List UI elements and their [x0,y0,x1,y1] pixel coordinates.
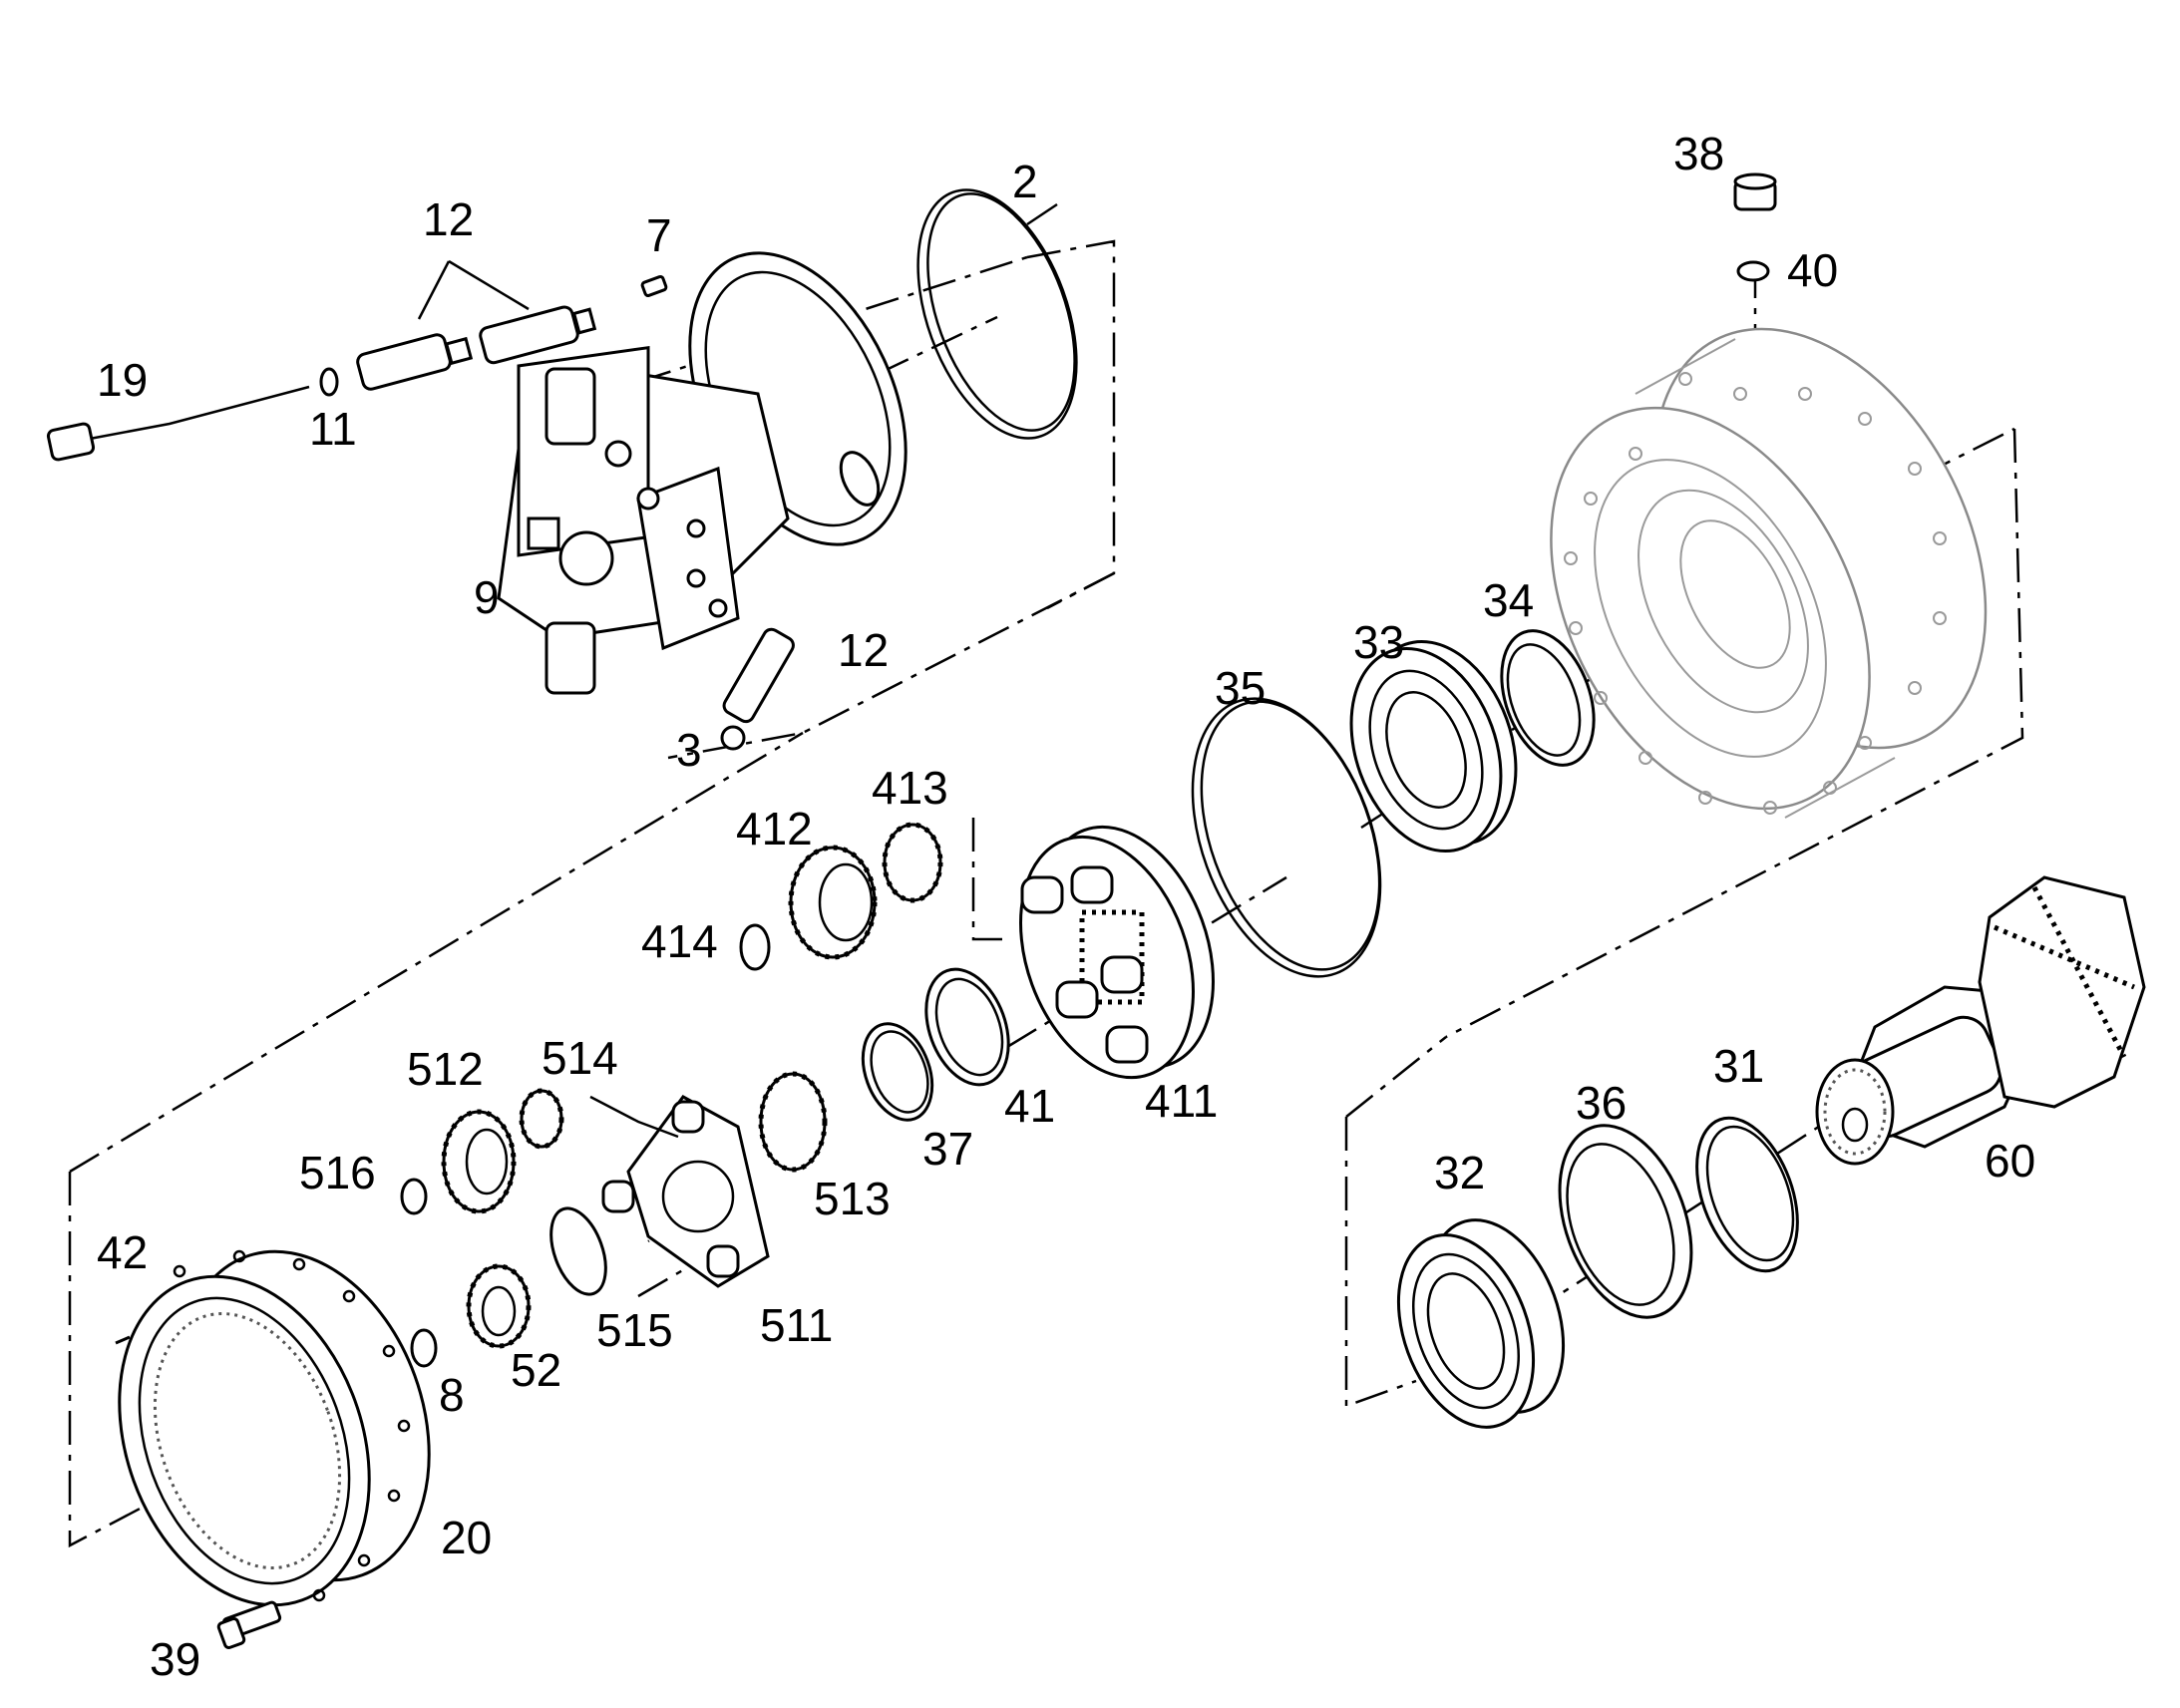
bearing-33 [1349,639,1518,854]
snap-ring-8 [410,1328,438,1368]
sun-gear-413 [882,822,943,903]
bearing-32 [1396,1218,1566,1429]
callout-515: 515 [596,1304,673,1356]
callout-32: 32 [1434,1147,1485,1198]
callout-52: 52 [511,1344,561,1396]
callout-512: 512 [407,1043,484,1095]
sensor-12-upper [356,305,597,391]
callout-41: 41 [1004,1080,1055,1132]
ring-gear-20 [118,1249,431,1617]
planet-gear-52 [466,1263,532,1349]
callout-9: 9 [474,571,500,623]
callout-33: 33 [1353,616,1404,668]
callout-39: 39 [150,1633,200,1685]
callout-60: 60 [1985,1135,2035,1187]
callout-37: 37 [922,1123,973,1175]
sun-gear-513 [758,1071,828,1173]
output-shaft-60 [1815,875,2146,1166]
callout-40: 40 [1787,244,1838,296]
callout-12-lower: 12 [838,624,889,676]
callout-513: 513 [814,1173,891,1224]
snap-ring-31 [1695,1116,1799,1273]
callout-511: 511 [760,1299,833,1351]
shaft-seal-34 [1500,629,1596,767]
washer-11 [319,367,339,397]
hydraulic-motor [497,251,908,695]
callout-38: 38 [1673,128,1724,179]
callout-411: 411 [1145,1075,1218,1127]
callout-31: 31 [1713,1040,1764,1092]
callout-7: 7 [646,209,672,261]
planet-gear-412 [788,845,878,960]
callout-35: 35 [1215,662,1266,714]
housing-bolt-holes [1564,372,1947,815]
callout-2: 2 [1012,156,1038,207]
callout-19: 19 [97,354,148,406]
callout-412: 412 [736,803,813,854]
callout-413: 413 [872,762,948,814]
callout-414: 414 [641,915,718,967]
callout-42: 42 [97,1226,148,1278]
callout-36: 36 [1576,1077,1627,1129]
planet-carrier-411 [1019,825,1215,1080]
snap-ring-516 [400,1178,428,1215]
bolt-39 [216,1600,282,1650]
pin-42 [115,1335,131,1345]
screw-7 [640,275,668,297]
snap-ring-515 [549,1206,607,1296]
callout-11: 11 [309,403,357,455]
plug-38 [1733,172,1777,211]
nut-3 [720,725,746,751]
callout-8: 8 [439,1369,465,1421]
callout-34: 34 [1483,574,1534,626]
callout-516: 516 [299,1147,376,1198]
planet-gear-512 [441,1109,517,1214]
callout-3: 3 [676,724,702,776]
callout-20: 20 [441,1512,492,1563]
gearbox-housing [1550,327,1988,819]
sensor-12-lower [722,627,795,724]
snap-ring-414 [739,923,771,971]
callout-12-upper: 12 [423,193,474,245]
o-ring-large-2 [916,188,1078,440]
seal-plate-36 [1558,1124,1693,1319]
seal-ring-40 [1736,260,1770,282]
planet-gear-514 [519,1088,564,1150]
cable-connector-19 [46,385,310,462]
callout-labels: 2 12 7 19 11 9 12 3 38 40 34 33 35 413 4… [97,128,2035,1685]
leader-lines [417,202,1058,1139]
callout-514: 514 [542,1032,618,1084]
planet-carrier-511 [601,1095,770,1288]
